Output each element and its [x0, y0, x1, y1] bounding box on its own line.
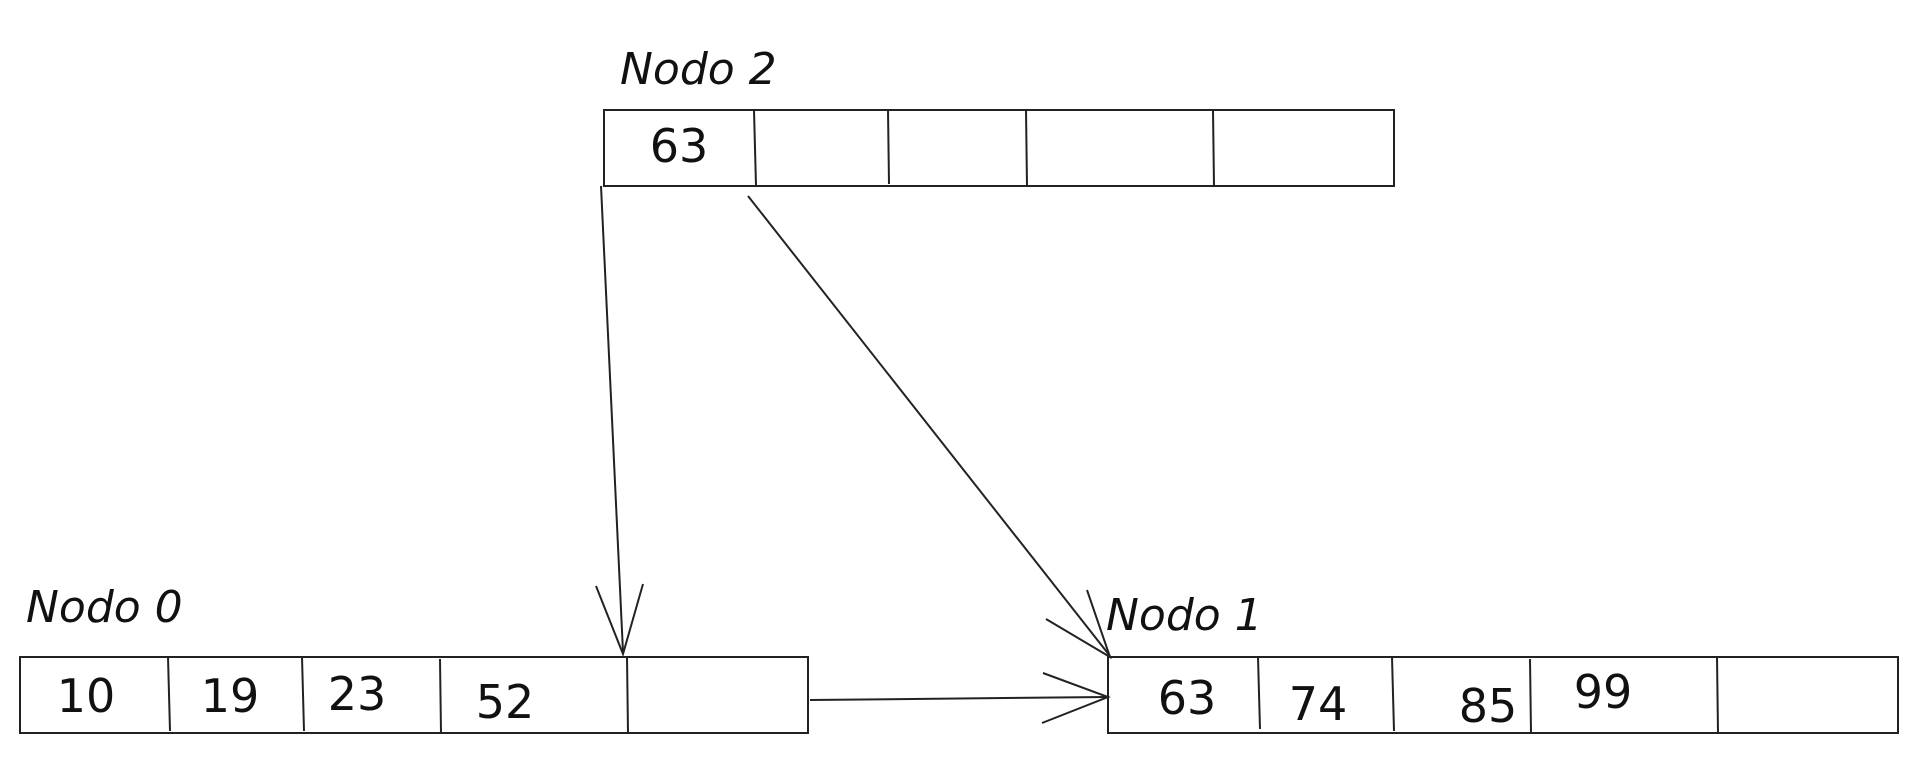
node-0-box	[19, 656, 809, 734]
node-0-divider	[167, 656, 171, 732]
node-2-box	[603, 109, 1395, 187]
node-2: Nodo 2 63	[603, 44, 1395, 187]
node-1-key: 63	[1158, 671, 1217, 725]
node-0-key: 10	[57, 669, 116, 723]
node-0-key: 19	[201, 669, 260, 723]
node-2-title: Nodo 2	[620, 44, 777, 95]
pointer-line	[600, 185, 624, 653]
arrowhead-icon	[1041, 672, 1111, 724]
node-2-divider	[887, 109, 890, 185]
node-1-key: 85	[1459, 679, 1518, 733]
pointer-node0-to-node1	[809, 672, 1111, 724]
pointer-node2-to-node0	[595, 185, 644, 658]
node-1-divider	[1716, 656, 1719, 734]
node-2-divider	[753, 109, 757, 187]
node-2-divider	[1025, 109, 1028, 187]
node-1-title: Nodo 1	[1106, 590, 1263, 641]
node-2-key: 63	[650, 119, 709, 173]
pointer-line	[747, 195, 1111, 657]
node-1-key: 99	[1574, 665, 1633, 719]
node-1-box	[1107, 656, 1899, 734]
node-1-key: 74	[1289, 677, 1348, 731]
node-1-divider	[1391, 656, 1395, 732]
arrowhead-icon	[595, 583, 644, 658]
node-2-divider	[1212, 109, 1215, 187]
node-0-key: 52	[476, 675, 535, 729]
node-0-title: Nodo 0	[26, 582, 183, 633]
node-1-divider	[1529, 658, 1532, 734]
node-1: Nodo 1 63 74 85 99	[1106, 590, 1899, 734]
pointer-line	[809, 696, 1109, 701]
pointer-node2-to-node1	[747, 195, 1112, 660]
node-0-divider	[301, 656, 305, 732]
arrowhead-icon	[1045, 589, 1112, 660]
node-1-divider	[1257, 656, 1261, 730]
node-0-divider	[626, 656, 629, 734]
node-0: Nodo 0 10 19 23 52	[19, 582, 809, 734]
node-0-key: 23	[328, 667, 387, 721]
node-0-divider	[439, 658, 442, 734]
